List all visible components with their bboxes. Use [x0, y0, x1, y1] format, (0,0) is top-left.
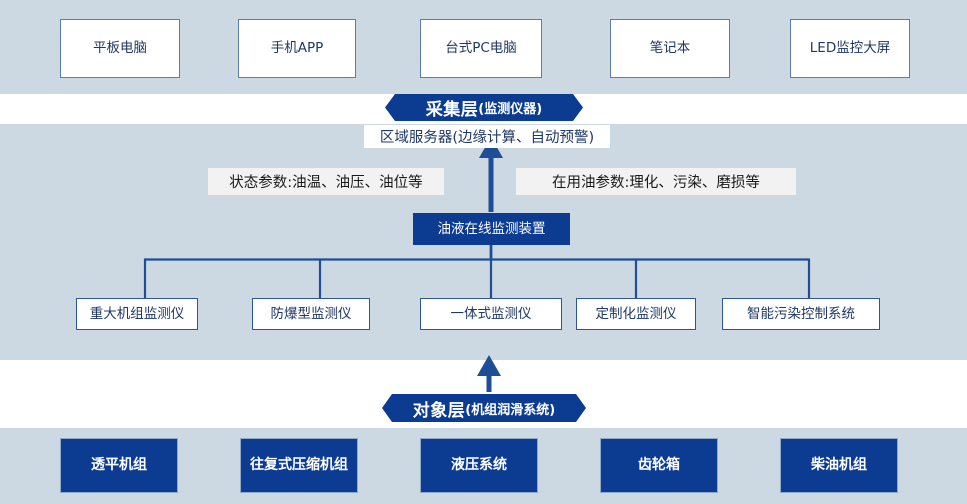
banner-object-layer: 对象层 (机组润滑系统)	[382, 394, 586, 422]
object-box-turbine-unit[interactable]: 透平机组	[60, 438, 178, 493]
param-status-text: 状态参数:油温、油压、油位等	[229, 175, 423, 191]
detector-box-explosion-proof-monitor[interactable]: 防爆型监测仪	[252, 298, 370, 330]
object-label: 往复式压缩机组	[250, 457, 348, 474]
param-label-inservice-oil: 在用油参数:理化、污染、磨损等	[516, 168, 796, 195]
terminal-label: 台式PC电脑	[445, 40, 517, 57]
regional-server-label: 区域服务器(边缘计算、自动预警)	[364, 125, 610, 148]
detector-label: 一体式监测仪	[450, 305, 532, 322]
object-box-hydraulic-system[interactable]: 液压系统	[420, 438, 538, 493]
banner-collection-layer-main: 采集层	[425, 100, 479, 120]
object-label: 齿轮箱	[638, 457, 680, 474]
detector-box-smart-contamination-control[interactable]: 智能污染控制系统	[722, 298, 880, 330]
terminal-label: 手机APP	[270, 40, 324, 57]
detector-box-major-unit-monitor[interactable]: 重大机组监测仪	[76, 298, 198, 330]
param-inservice-oil-text: 在用油参数:理化、污染、磨损等	[552, 175, 760, 191]
terminal-label: 笔记本	[649, 40, 691, 57]
object-label: 液压系统	[451, 457, 507, 474]
object-label: 柴油机组	[811, 457, 867, 474]
terminal-box-laptop[interactable]: 笔记本	[610, 19, 730, 78]
banner-collection-layer: 采集层(监测仪器)	[385, 94, 583, 121]
banner-object-layer-main: 对象层	[412, 400, 466, 421]
terminal-label: 平板电脑	[93, 40, 147, 57]
banner-collection-layer-sub: (监测仪器)	[478, 102, 543, 117]
detector-label: 重大机组监测仪	[89, 305, 185, 322]
object-label: 透平机组	[91, 457, 147, 474]
detector-label: 智能污染控制系统	[747, 305, 855, 322]
detector-box-integrated-monitor[interactable]: 一体式监测仪	[420, 298, 562, 330]
device-label: 油液在线监测装置	[437, 220, 546, 237]
terminal-box-desktop-pc[interactable]: 台式PC电脑	[420, 19, 542, 78]
terminal-box-led-screen[interactable]: LED监控大屏	[790, 19, 910, 78]
detector-box-customized-monitor[interactable]: 定制化监测仪	[576, 298, 696, 330]
param-label-status: 状态参数:油温、油压、油位等	[208, 168, 444, 195]
detector-label: 定制化监测仪	[595, 305, 677, 322]
object-box-gearbox[interactable]: 齿轮箱	[600, 438, 718, 493]
terminal-box-mobile-app[interactable]: 手机APP	[238, 19, 356, 78]
online-oil-monitoring-device[interactable]: 油液在线监测装置	[413, 213, 570, 245]
detector-label: 防爆型监测仪	[270, 305, 352, 322]
object-box-diesel-unit[interactable]: 柴油机组	[780, 438, 898, 493]
terminal-label: LED监控大屏	[809, 40, 891, 57]
regional-server-text: 区域服务器(边缘计算、自动预警)	[379, 130, 595, 146]
object-box-reciprocating-compressor[interactable]: 往复式压缩机组	[240, 438, 358, 493]
banner-object-layer-sub: (机组润滑系统)	[465, 402, 556, 418]
terminal-box-tablet[interactable]: 平板电脑	[60, 19, 180, 78]
